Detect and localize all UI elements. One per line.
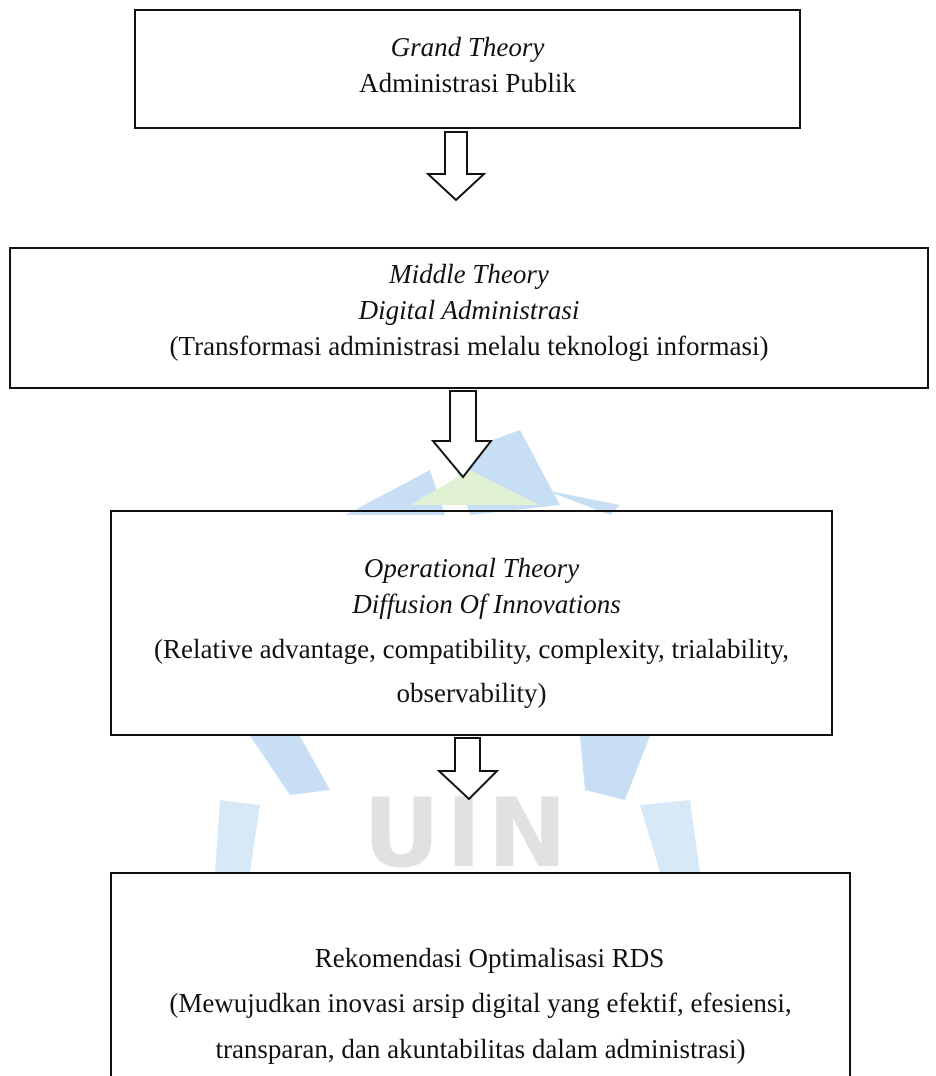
watermark-petal-center <box>410 470 540 505</box>
recommendation-heading: Rekomendasi Optimalisasi RDS <box>314 943 665 973</box>
recommendation-body-line1: (Mewujudkan inovasi arsip digital yang e… <box>169 988 792 1018</box>
grand-theory-box: Grand Theory Administrasi Publik <box>134 9 801 129</box>
operational-theory-subheading: Diffusion Of Innovations <box>352 589 621 619</box>
middle-theory-body: (Transformasi administrasi melalu teknol… <box>169 331 769 361</box>
operational-theory-body-line2: observability) <box>396 678 547 708</box>
middle-theory-subheading: Digital Administrasi <box>358 295 580 325</box>
watermark-petal-top <box>452 430 560 515</box>
middle-theory-box: Middle Theory Digital Administrasi (Tran… <box>9 247 929 389</box>
middle-theory-heading: Middle Theory <box>389 259 549 289</box>
recommendation-body-line2: transparan, dan akuntabilitas dalam admi… <box>215 1034 746 1064</box>
watermark-petal-left <box>345 470 445 515</box>
operational-theory-body-line1: (Relative advantage, compatibility, comp… <box>153 634 790 664</box>
operational-theory-box: Operational Theory Diffusion Of Innovati… <box>110 510 833 736</box>
down-arrow-icon <box>431 390 493 479</box>
watermark-arc-lower-left <box>215 800 260 872</box>
grand-theory-heading: Grand Theory <box>390 32 545 62</box>
watermark-arc-right <box>580 736 650 800</box>
recommendation-box: Rekomendasi Optimalisasi RDS (Mewujudkan… <box>110 872 851 1076</box>
watermark-arc-lower-right <box>640 800 700 872</box>
grand-theory-body: Administrasi Publik <box>359 68 576 98</box>
watermark-arc-left <box>250 736 330 795</box>
down-arrow-icon <box>437 737 499 801</box>
down-arrow-icon <box>426 131 486 202</box>
operational-theory-heading: Operational Theory <box>363 553 580 583</box>
